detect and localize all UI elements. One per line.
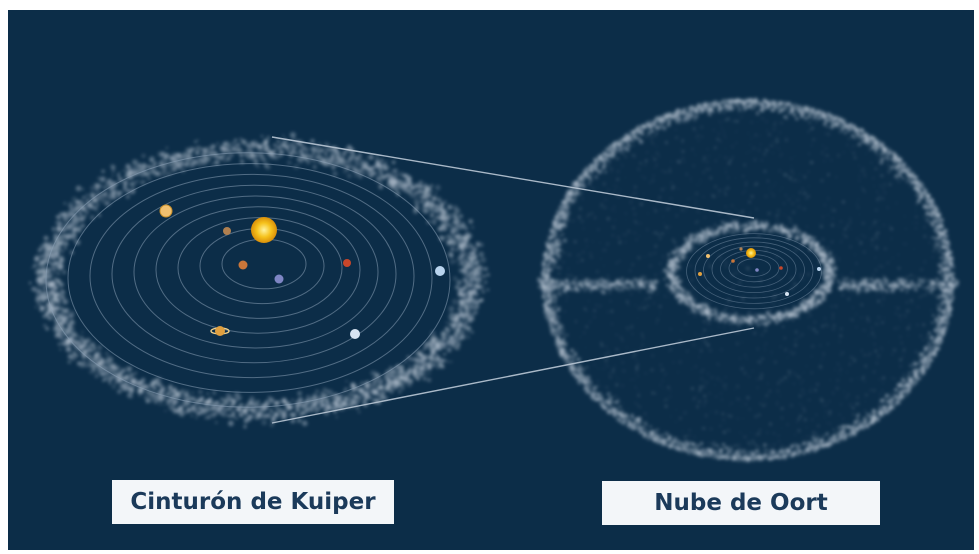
inner-planet	[706, 254, 710, 258]
inner-kuiper-ring	[663, 219, 838, 327]
venus-planet	[238, 260, 248, 270]
kuiper-belt-ring	[28, 132, 490, 429]
oort-cloud-label: Nube de Oort	[602, 481, 880, 525]
inner-planet	[731, 259, 735, 263]
oort-cloud-system	[537, 97, 960, 463]
inner-orbits	[686, 233, 822, 310]
inner-planet	[698, 272, 702, 276]
kuiper-belt-system	[28, 132, 490, 429]
oort-cloud-sphere	[537, 97, 960, 463]
diagram-canvas	[28, 97, 960, 463]
kuiper-orbits	[45, 152, 451, 408]
diagram-panel: Cinturón de Kuiper Nube de Oort	[8, 10, 974, 550]
inner-planet	[755, 268, 759, 272]
sun-icon	[251, 217, 277, 243]
mars-planet	[343, 259, 351, 267]
kuiper-belt-label: Cinturón de Kuiper	[112, 480, 394, 524]
neptune-planet	[435, 266, 445, 276]
uranus-planet	[350, 329, 360, 339]
inner-planet	[779, 266, 783, 270]
inner-planet	[817, 267, 821, 271]
saturn-planet	[210, 326, 230, 336]
inner-planet	[739, 247, 743, 251]
earth-planet	[274, 274, 284, 284]
mercury-planet	[223, 227, 231, 235]
jupiter-planet	[159, 204, 173, 218]
inner-sun-icon	[746, 248, 756, 258]
inner-planet	[785, 292, 789, 296]
